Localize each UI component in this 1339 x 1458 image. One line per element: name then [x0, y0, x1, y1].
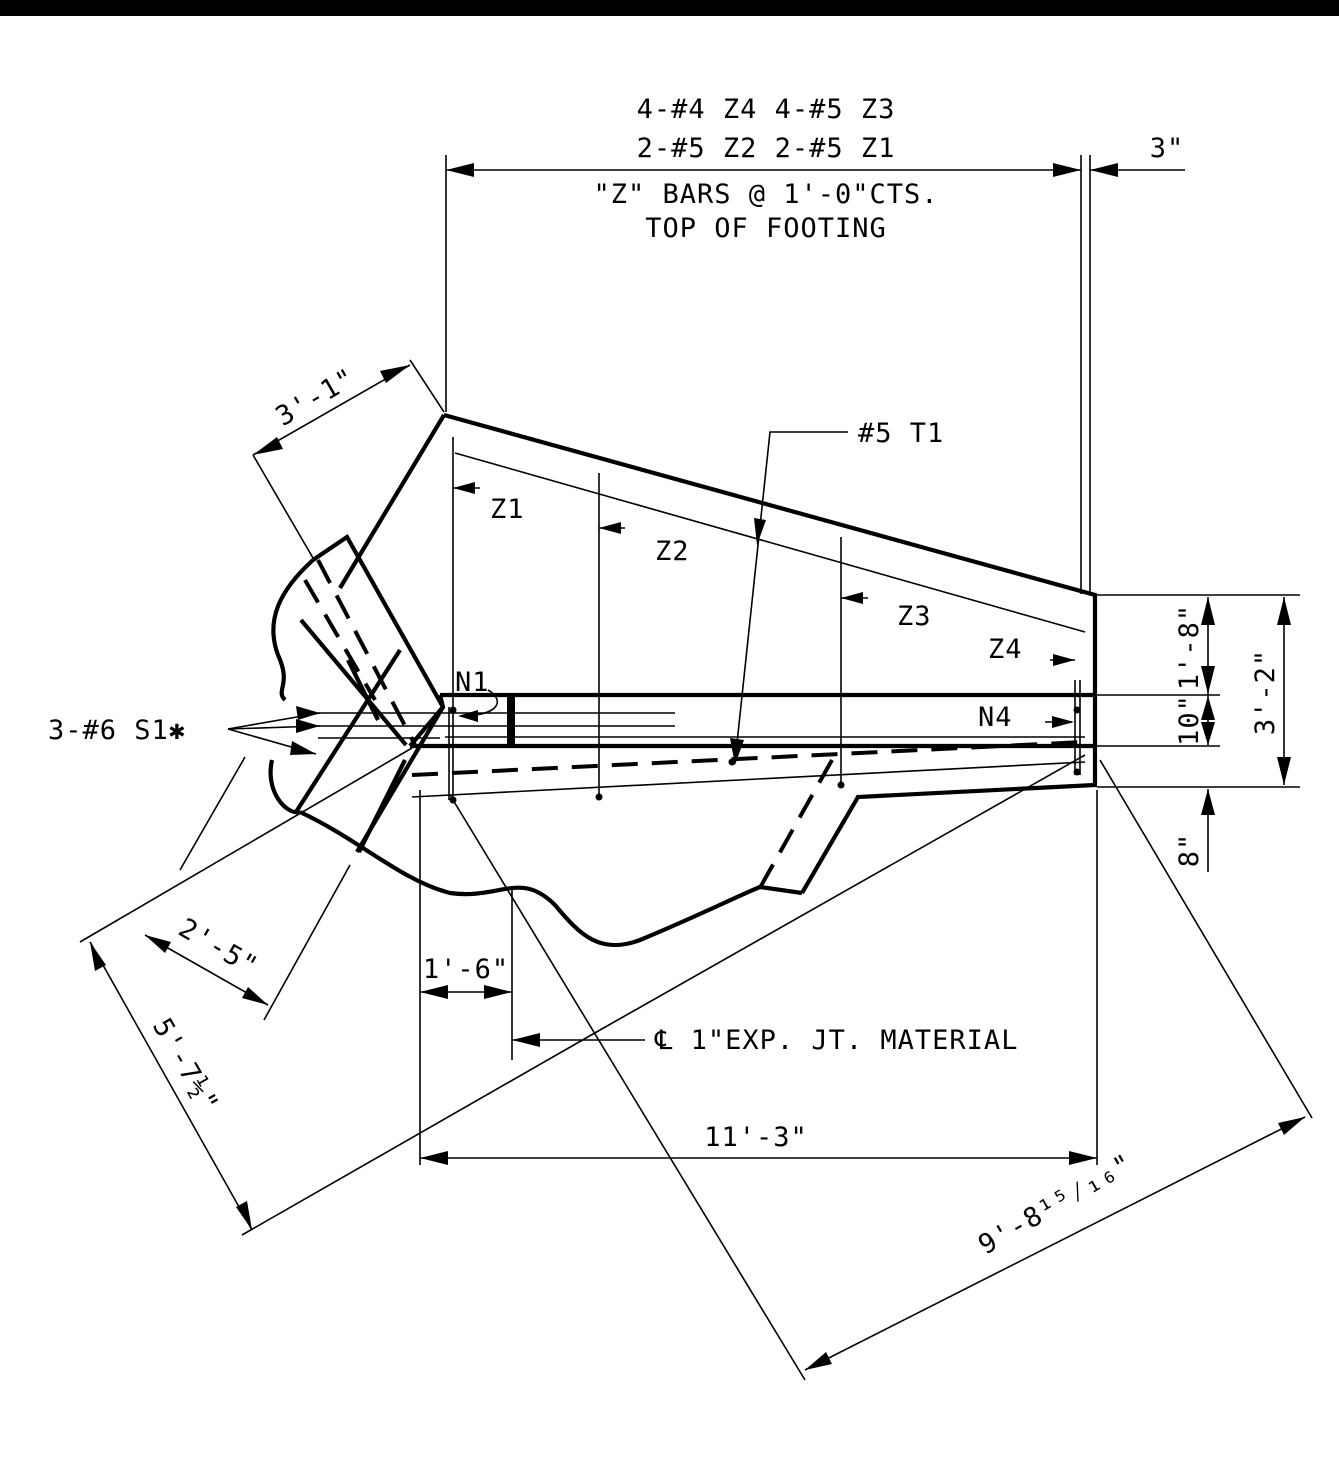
footing-left-edge: [338, 413, 446, 590]
dim-1ft6-text: 1'-6": [423, 954, 509, 985]
footing-outline: [443, 412, 1098, 895]
arrow-3ft1-a: [253, 437, 283, 455]
arrow-z1: [453, 482, 475, 494]
z2-dot: [595, 793, 603, 801]
arrow-9ft8-a: [805, 1352, 832, 1370]
z4-label: Z4: [988, 634, 1023, 665]
n4-label: N4: [978, 702, 1013, 733]
dim-line-5ft7: [89, 941, 253, 1231]
wingwall-cut-line: [294, 648, 402, 814]
arrow-n4: [1052, 716, 1074, 728]
exp-joint-label: ℄ 1"EXP. JT. MATERIAL: [654, 1025, 1018, 1056]
arrow-9ft8-b: [1278, 1117, 1305, 1135]
ext-3ft1-b: [252, 454, 314, 559]
dim-line-3ft1: [252, 364, 411, 456]
wingwall-dashed-bar-1: [303, 578, 377, 702]
lower-dashed-bar: [755, 759, 834, 894]
arrow-3in: [1090, 163, 1118, 177]
arrow-z-right: [1053, 163, 1081, 177]
dim-9ft8-text: 9'-8¹⁵⁄₁₆": [973, 1148, 1138, 1261]
arrow-t1-bottom: [730, 738, 744, 765]
arrow-exp-joint: [512, 1033, 540, 1047]
z-bars-text-3: "Z" BARS @ 1'-0"CTS.: [593, 179, 938, 210]
arrow-s1-3: [290, 741, 316, 755]
expansion-joint-bar: [507, 695, 515, 746]
ext-2ft5-b: [263, 864, 351, 1021]
arrow-z4: [1053, 654, 1075, 666]
arrow-s1-1: [296, 706, 320, 720]
ext-5ft7-a: [79, 747, 413, 943]
t1-dot: [728, 758, 736, 766]
ext-5ft7-b: [241, 1029, 601, 1236]
break-line-left: [271, 558, 315, 702]
wingwall-outline: [311, 533, 445, 709]
dim-8in-text: 8": [1174, 833, 1205, 868]
arrow-1ft8-bottom: [1201, 666, 1215, 694]
z-bars-text-1: 4-#4 Z4 4-#5 Z3: [637, 94, 896, 125]
t1-label: #5 T1: [858, 418, 944, 449]
dim-1ft8-text: 1'-8": [1174, 604, 1205, 690]
wingwall-dashed-bar-2: [316, 559, 417, 746]
dim-2ft5-text: 2'-5": [173, 913, 263, 983]
z2-label: Z2: [655, 536, 690, 567]
arrow-3ft1-b: [380, 365, 410, 383]
n1-label: N1: [455, 667, 490, 698]
arrow-z-left: [446, 163, 474, 177]
arrow-5ft7-a: [90, 942, 106, 971]
title-border-bar: [0, 0, 1339, 16]
t1-leader: [734, 431, 848, 763]
arrow-s1-2: [296, 719, 320, 733]
dim-line-9ft8: [804, 1116, 1306, 1371]
z3-label: Z3: [897, 601, 932, 632]
arrow-1ft6-left: [420, 985, 448, 999]
arrow-8in: [1201, 789, 1215, 815]
arrow-3ft2-bottom: [1277, 757, 1291, 785]
bottom-bar-line: [411, 761, 1086, 798]
arrow-1ft8-top: [1201, 597, 1215, 625]
arrow-t1-mid: [754, 518, 766, 545]
arrow-2ft5-a: [145, 935, 171, 953]
arrow-z2: [599, 522, 621, 534]
n1-dot-top: [449, 706, 457, 714]
ext-2ft5-a: [179, 756, 246, 871]
z-bars-text-4: TOP OF FOOTING: [645, 213, 887, 244]
arrow-1ft6-right: [484, 985, 512, 999]
arrow-3ft2-top: [1277, 597, 1291, 625]
wingwall-web-line: [346, 659, 380, 721]
break-line-lower-left: [268, 759, 301, 815]
dim-3ft2-text: 3'-2": [1250, 649, 1281, 735]
arrow-11ft3-left: [420, 1151, 448, 1165]
arrow-5ft7-b: [236, 1201, 252, 1230]
dim-10in-text: 10": [1174, 694, 1205, 746]
ext-9ft8-b: [1099, 759, 1313, 1119]
dim-3ft1-text: 3'-1": [271, 363, 361, 433]
wingwall-inner-edge: [299, 618, 408, 747]
ext-5ft7-c: [599, 754, 1086, 1031]
arrow-z3: [841, 592, 863, 604]
ext-3ft1-a: [409, 359, 445, 413]
break-line-bottom: [299, 810, 803, 948]
arrow-2ft5-b: [242, 987, 268, 1005]
dim-5ft7-text: 5'-7½": [146, 1013, 225, 1118]
arrow-10in-top: [1201, 696, 1215, 720]
t1-dashed-bar: [411, 740, 1084, 777]
s1-label: 3-#6 S1✱: [48, 715, 186, 746]
z3-dot: [837, 781, 845, 789]
z-bars-text-2: 2-#5 Z2 2-#5 Z1: [637, 133, 896, 164]
n4-dot-top: [1073, 706, 1081, 714]
ext-9ft8-a: [449, 794, 806, 1381]
wing-edge-2: [355, 705, 445, 854]
arrow-n1: [458, 710, 478, 722]
dim-3in-text: 3": [1150, 133, 1185, 164]
dim-11ft3-text: 11'-3": [704, 1122, 808, 1153]
top-bar-line: [454, 452, 1086, 633]
z1-label: Z1: [490, 494, 525, 525]
arrow-11ft3-right: [1069, 1151, 1097, 1165]
n4-dot-bottom: [1073, 768, 1081, 776]
arrow-10in-bottom: [1201, 722, 1215, 745]
